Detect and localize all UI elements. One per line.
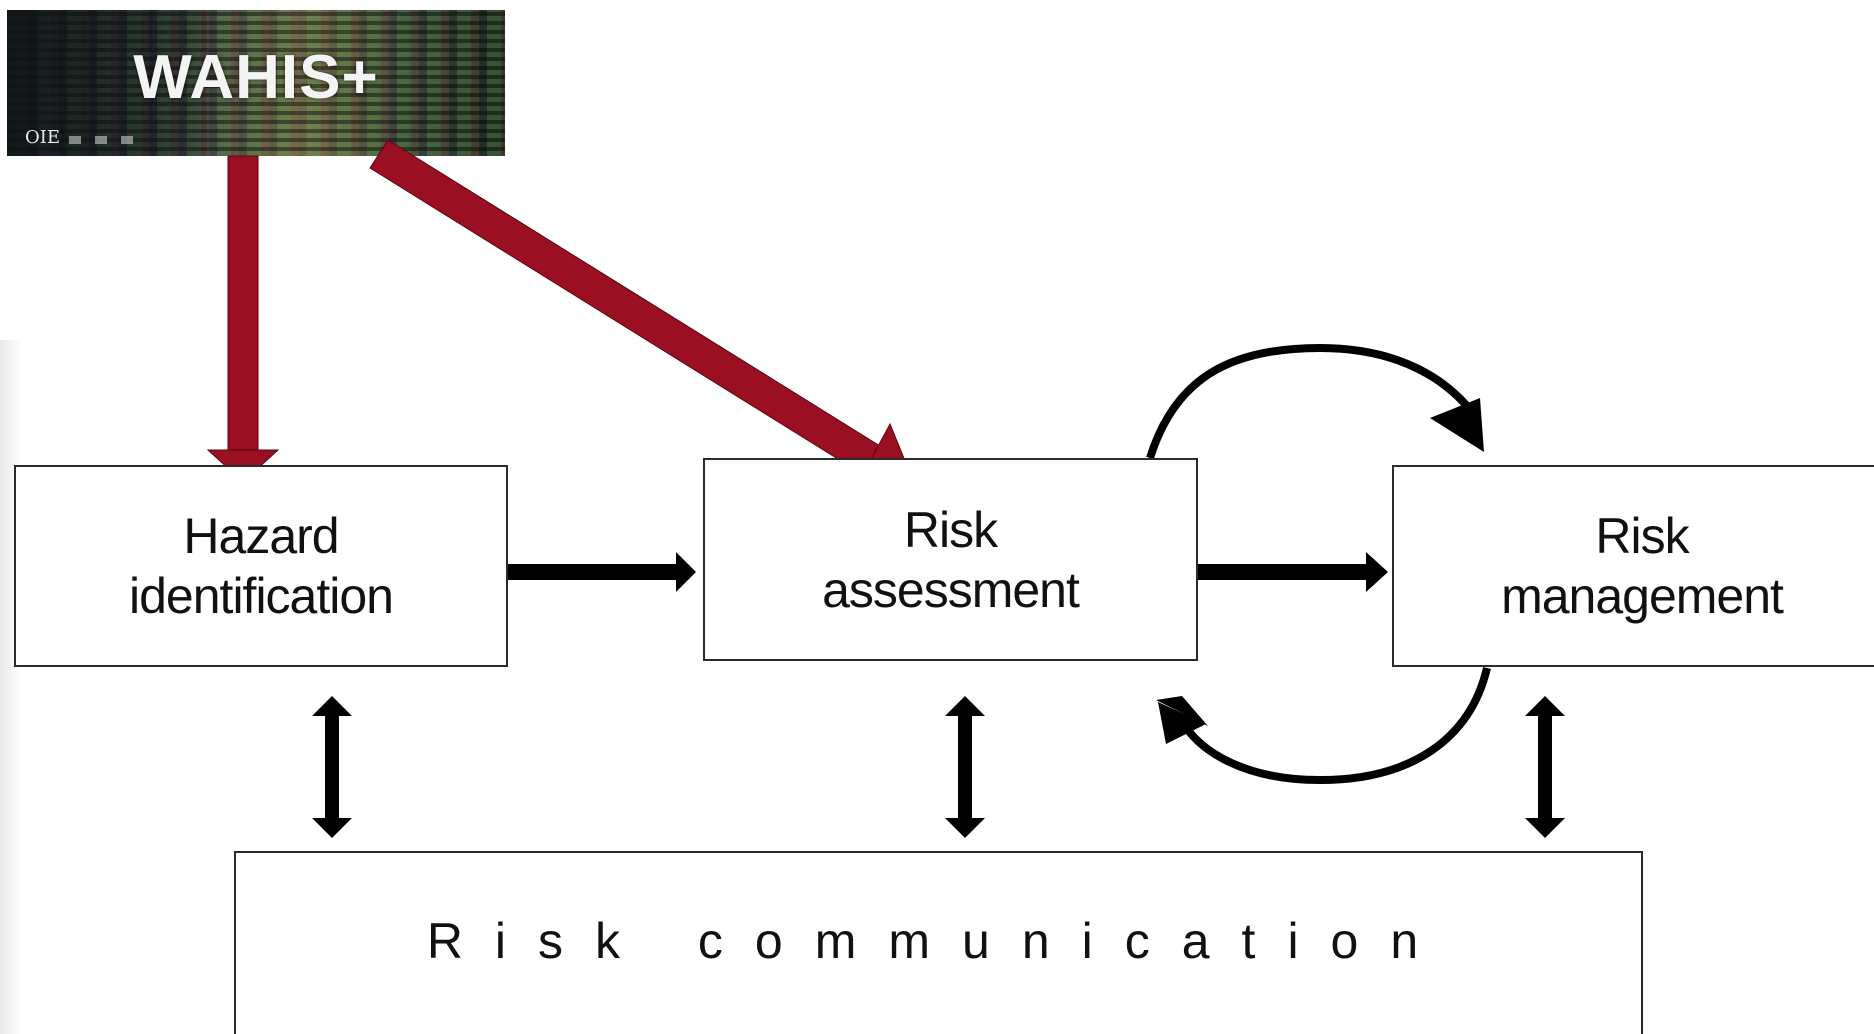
assessment-communication-double-arrow (945, 696, 985, 838)
risk-management-box: Risk management (1392, 465, 1874, 667)
management-communication-double-arrow (1525, 696, 1565, 838)
banner-title: WAHIS+ (133, 43, 379, 112)
wahis-to-assessment-arrow (369, 139, 913, 479)
wahis-banner-image: WAHIS+ OIE (7, 10, 505, 156)
feedback-loop-top (1146, 343, 1484, 460)
hazard-identification-label: Hazard identification (129, 508, 394, 624)
feedback-loop-bottom (1156, 667, 1491, 785)
partner-logo-mark (69, 136, 81, 144)
risk-communication-box: Risk communication (234, 851, 1643, 1034)
risk-management-label: Risk management (1501, 508, 1784, 624)
risk-assessment-label: Risk assessment (822, 501, 1080, 618)
risk-assessment-box: Risk assessment (703, 458, 1198, 661)
partner-logos (69, 136, 133, 144)
partner-logo-mark (95, 136, 107, 144)
partner-logo-mark (121, 136, 133, 144)
assessment-to-management-arrow (1198, 552, 1388, 592)
wahis-to-hazard-arrow (206, 155, 280, 483)
risk-communication-label: Risk communication (426, 913, 1451, 969)
oie-logo: OIE (25, 127, 61, 148)
hazard-identification-box: Hazard identification (14, 465, 508, 667)
hazard-to-assessment-arrow (508, 552, 696, 592)
hazard-communication-double-arrow (312, 696, 352, 838)
